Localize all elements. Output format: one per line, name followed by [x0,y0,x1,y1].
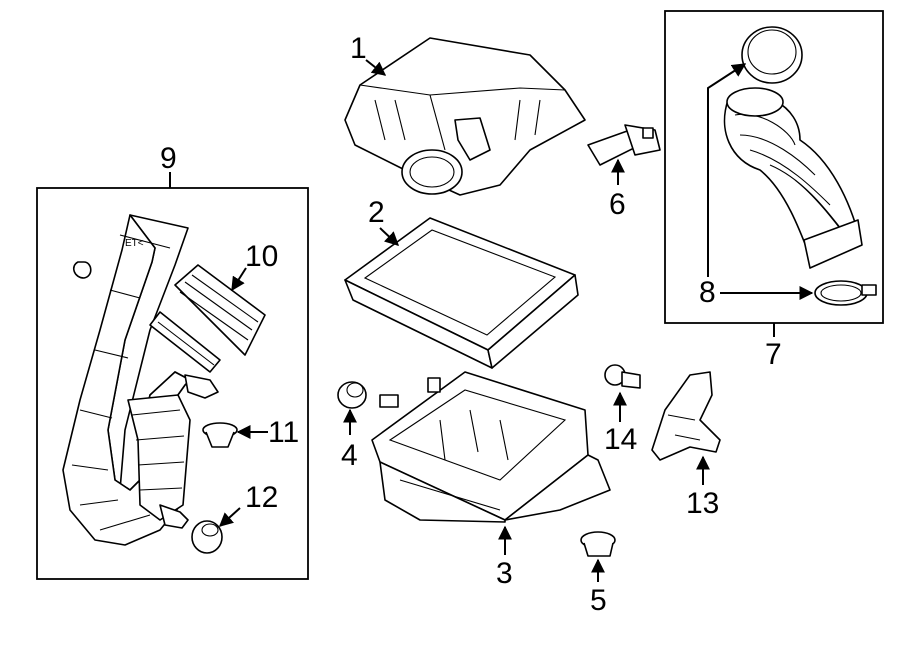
part-12-grommet[interactable] [191,520,223,554]
group-box-9 [36,187,309,580]
callout-14: 14 [604,423,637,456]
callout-3: 3 [496,557,513,590]
part-3-lower-housing[interactable] [371,371,611,523]
callout-12: 12 [245,481,278,514]
callout-6: 6 [609,188,626,221]
part-8-cap[interactable] [741,26,803,84]
callout-2: 2 [368,196,385,229]
part-9-intake-duct[interactable]: ET< [62,214,219,546]
callout-11: 11 [268,416,299,449]
part-14-push-pin[interactable] [604,364,641,389]
part-4-grommet[interactable] [337,381,367,409]
callout-7: 7 [765,338,782,371]
part-1-upper-cover[interactable] [344,37,586,196]
duct-marking-icon: ET< [125,238,144,249]
part-5-grommet[interactable] [580,531,616,557]
callout-5: 5 [590,584,607,617]
callout-4: 4 [341,439,358,472]
part-10-coupler[interactable] [149,264,266,373]
leader-lines [169,59,814,582]
callout-10: 10 [245,240,278,273]
grommet-small-icon [72,261,92,279]
part-8-clamp[interactable] [814,280,877,306]
callout-1: 1 [350,32,367,65]
callout-9: 9 [160,142,177,175]
part-13-bracket[interactable] [651,371,721,461]
part-7-hose[interactable] [723,87,863,269]
callout-8: 8 [699,276,716,309]
part-6-sensor[interactable] [587,124,661,166]
part-11-grommet[interactable] [202,422,238,448]
callout-13: 13 [686,487,719,520]
part-2-filter[interactable] [344,217,579,369]
